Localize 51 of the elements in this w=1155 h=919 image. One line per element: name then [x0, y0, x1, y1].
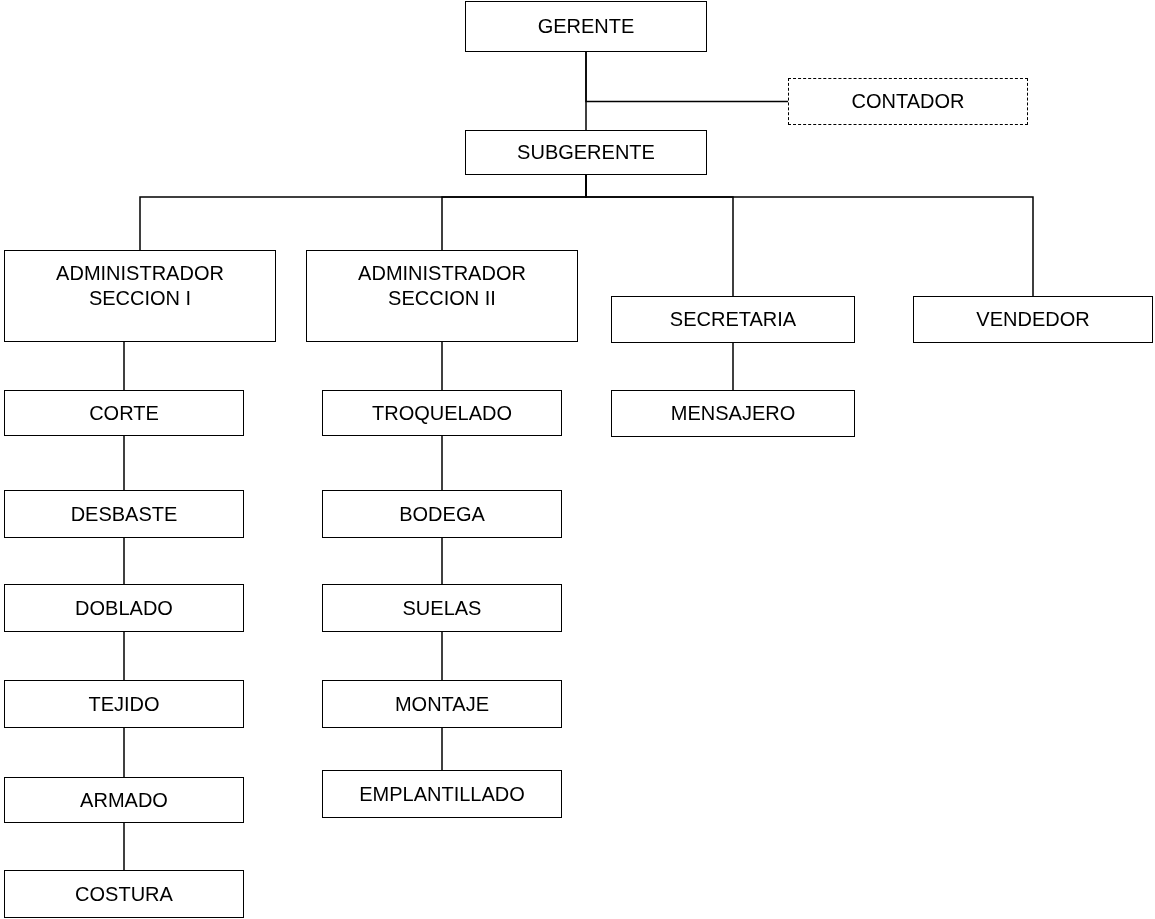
- box-label: ADMINISTRADOR SECCION I: [55, 261, 225, 311]
- box-label: EMPLANTILLADO: [359, 781, 525, 807]
- box-label: BODEGA: [399, 501, 485, 527]
- connector-line: [123, 727, 125, 778]
- org-box: [4, 390, 244, 436]
- connector-line: [123, 537, 125, 585]
- box-label: VENDEDOR: [976, 307, 1090, 332]
- org-box: [4, 680, 244, 728]
- box-label: DESBASTE: [70, 501, 178, 527]
- connector-line: [441, 631, 443, 681]
- org-box: [322, 584, 562, 632]
- org-box: [465, 1, 707, 52]
- org-box: [611, 390, 855, 437]
- org-box: [4, 584, 244, 632]
- box-label: ADMINISTRADOR SECCION II: [357, 261, 527, 311]
- org-box: [4, 490, 244, 538]
- box-label: SUBGERENTE: [517, 140, 655, 165]
- box-label: COSTURA: [75, 881, 173, 907]
- connector-line: [123, 822, 125, 871]
- box-label: TROQUELADO: [372, 400, 512, 426]
- connector-line: [123, 631, 125, 681]
- org-box: [465, 130, 707, 175]
- org-box: [322, 490, 562, 538]
- connector-line: [441, 727, 443, 771]
- box-label: MENSAJERO: [670, 401, 796, 426]
- org-box: [611, 296, 855, 343]
- box-label: DOBLADO: [75, 595, 173, 621]
- connector-line: [732, 342, 734, 391]
- org-box: [306, 250, 578, 342]
- org-box: [322, 390, 562, 436]
- org-box: [4, 250, 276, 342]
- org-box: [322, 680, 562, 728]
- connector-line: [441, 341, 443, 391]
- org-box: [4, 777, 244, 823]
- box-label: SUELAS: [402, 595, 482, 621]
- org-box: [4, 870, 244, 918]
- connector-line: [123, 435, 125, 491]
- box-label: GERENTE: [537, 14, 635, 39]
- connector-line: [585, 51, 789, 103]
- connector-line: [441, 537, 443, 585]
- connector-line: [123, 341, 125, 391]
- org-box: [913, 296, 1153, 343]
- box-label: MONTAJE: [394, 691, 490, 717]
- box-label: SECRETARIA: [669, 307, 797, 332]
- connector-line: [441, 435, 443, 491]
- box-label: ARMADO: [80, 787, 168, 813]
- dashed-box: [788, 78, 1028, 125]
- box-label: TEJIDO: [88, 691, 160, 717]
- org-box: [322, 770, 562, 818]
- box-label: CONTADOR: [851, 89, 965, 114]
- box-label: CORTE: [89, 400, 159, 426]
